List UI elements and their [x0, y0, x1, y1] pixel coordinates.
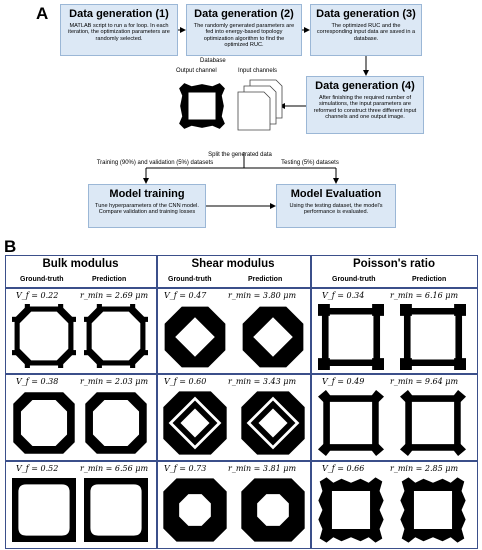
- header-ground-truth: Ground-truth: [20, 276, 64, 283]
- rmin-label: r_min = 3.80 μm: [228, 291, 297, 300]
- vf-label: V_f = 0.34: [322, 291, 365, 300]
- input-channels-label: Input channels: [238, 68, 278, 74]
- column-title-poisson: Poisson's ratio: [353, 258, 435, 270]
- box-data-generation-2: Data generation (2) The randomly generat…: [186, 4, 302, 56]
- bulk-gt-r2-image: [12, 478, 76, 542]
- panel-b-letter: B: [4, 237, 17, 256]
- split-label: Split the generated data: [208, 152, 272, 158]
- column-title-bulk: Bulk modulus: [42, 258, 119, 270]
- output-channel-label: Output channel: [176, 68, 217, 74]
- box-title: Data generation (1): [69, 8, 169, 20]
- grid-divider-1: [156, 255, 158, 549]
- vf-label: V_f = 0.52: [16, 464, 59, 473]
- box-body: The randomly generated parameters are fe…: [193, 23, 295, 49]
- box-title: Model training: [109, 188, 185, 200]
- test-label: Testing (5%) datasets: [260, 160, 360, 166]
- bulk-pred-r1-image: [85, 392, 147, 454]
- bulk-gt-r1-image: [13, 392, 75, 454]
- header-ground-truth: Ground-truth: [332, 276, 376, 283]
- output-channel-image: [179, 83, 225, 129]
- rmin-label: r_min = 2.03 μm: [80, 377, 149, 386]
- vf-label: V_f = 0.49: [322, 377, 365, 386]
- rmin-label: r_min = 9.64 μm: [390, 377, 459, 386]
- train-label: Training (90%) and validation (5%) datas…: [90, 160, 220, 166]
- shear-pred-r1-image: [241, 391, 305, 455]
- vf-label: V_f = 0.47: [164, 291, 207, 300]
- column-title-shear: Shear modulus: [191, 258, 275, 270]
- box-body: Tune hyperparameters of the CNN model. C…: [95, 203, 199, 216]
- rmin-label: r_min = 6.16 μm: [390, 291, 459, 300]
- box-body: Using the testing dataset, the model's p…: [289, 203, 383, 216]
- grid-row-divider-2: [5, 460, 478, 462]
- box-model-training: Model training Tune hyperparameters of t…: [88, 184, 206, 228]
- box-title: Data generation (2): [194, 8, 294, 20]
- results-grid: [5, 255, 478, 549]
- poisson-pred-r0-image: [400, 304, 466, 370]
- input-channels-stack: [237, 79, 283, 131]
- database-label: Database: [200, 58, 226, 64]
- poisson-gt-r0-image: [318, 304, 384, 370]
- box-data-generation-3: Data generation (3) The optimized RUC an…: [310, 4, 422, 56]
- rmin-label: r_min = 3.43 μm: [228, 377, 297, 386]
- poisson-pred-r2-image: [400, 477, 466, 543]
- panel-a-letter: A: [36, 4, 49, 23]
- rmin-label: r_min = 2.69 μm: [80, 291, 149, 300]
- bulk-gt-r0-image: [12, 304, 76, 368]
- box-data-generation-4: Data generation (4) After finishing the …: [306, 76, 424, 134]
- header-prediction: Prediction: [92, 276, 127, 283]
- box-body: After finishing the required number of s…: [313, 95, 417, 121]
- rmin-label: r_min = 2.85 μm: [390, 464, 459, 473]
- bulk-pred-r0-image: [84, 304, 148, 368]
- channel-sheet-1: [237, 91, 271, 131]
- poisson-pred-r1-image: [400, 390, 466, 456]
- panel-a-arrows: [143, 27, 369, 209]
- poisson-gt-r2-image: [318, 477, 384, 543]
- vf-label: V_f = 0.60: [164, 377, 207, 386]
- shear-gt-r1-image: [163, 391, 227, 455]
- box-data-generation-1: Data generation (1) MATLAB script to run…: [60, 4, 178, 56]
- grid-row-divider-0: [5, 287, 478, 289]
- rmin-label: r_min = 6.56 μm: [80, 464, 149, 473]
- box-body: MATLAB script to run a for loop. In each…: [68, 23, 170, 42]
- poisson-gt-r1-image: [318, 390, 384, 456]
- grid-row-divider-1: [5, 373, 478, 375]
- header-ground-truth: Ground-truth: [168, 276, 212, 283]
- vf-label: V_f = 0.22: [16, 291, 59, 300]
- shear-pred-r2-image: [241, 478, 305, 542]
- shear-pred-r0-image: [242, 306, 304, 368]
- vf-label: V_f = 0.38: [16, 377, 59, 386]
- grid-divider-2: [310, 255, 312, 549]
- header-prediction: Prediction: [412, 276, 447, 283]
- vf-label: V_f = 0.66: [322, 464, 365, 473]
- box-body: The optimized RUC and the corresponding …: [316, 23, 416, 42]
- box-title: Model Evaluation: [290, 188, 382, 200]
- vf-label: V_f = 0.73: [164, 464, 207, 473]
- shear-gt-r0-image: [164, 306, 226, 368]
- rmin-label: r_min = 3.81 μm: [228, 464, 297, 473]
- shear-gt-r2-image: [163, 478, 227, 542]
- box-title: Data generation (4): [315, 80, 415, 92]
- header-prediction: Prediction: [248, 276, 283, 283]
- box-title: Data generation (3): [316, 8, 416, 20]
- bulk-pred-r2-image: [84, 478, 148, 542]
- box-model-evaluation: Model Evaluation Using the testing datas…: [276, 184, 396, 228]
